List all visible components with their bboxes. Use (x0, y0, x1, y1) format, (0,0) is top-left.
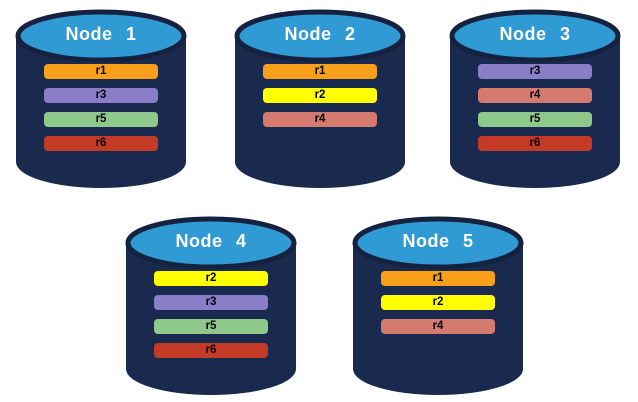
replica-bar-r1: r1 (263, 64, 377, 79)
cylinder-top (15, 9, 187, 63)
node-cylinder-3: Node 3 r3 r4 r5 r6 (446, 5, 624, 193)
node-cylinder-4: Node 4 r2 r3 r5 r6 (122, 212, 300, 400)
cylinder-top (125, 216, 297, 270)
replica-bar-r3: r3 (44, 88, 158, 103)
node-title: Node 1 (65, 24, 137, 44)
replica-list: r3 r4 r5 r6 (478, 64, 592, 160)
replica-bar-r6: r6 (478, 136, 592, 151)
cylinder-top (352, 216, 524, 270)
node-cylinder-1: Node 1 r1 r3 r5 r6 (12, 5, 190, 193)
replica-bar-r6: r6 (44, 136, 158, 151)
replica-bar-r1: r1 (44, 64, 158, 79)
replica-bar-r6: r6 (154, 343, 268, 358)
replica-bar-r3: r3 (154, 295, 268, 310)
cylinder-top (449, 9, 621, 63)
replica-bar-r5: r5 (44, 112, 158, 127)
node-title: Node 4 (175, 231, 247, 251)
replica-bar-r5: r5 (154, 319, 268, 334)
node-title: Node 2 (284, 24, 356, 44)
node-title: Node 5 (402, 231, 474, 251)
replica-bar-r4: r4 (381, 319, 495, 334)
replica-bar-r4: r4 (478, 88, 592, 103)
replica-bar-r2: r2 (381, 295, 495, 310)
replica-list: r2 r3 r5 r6 (154, 271, 268, 367)
node-title: Node 3 (499, 24, 571, 44)
cylinder-top (234, 9, 406, 63)
replica-bar-r2: r2 (263, 88, 377, 103)
replica-list: r1 r2 r4 (381, 271, 495, 343)
replica-bar-r5: r5 (478, 112, 592, 127)
node-cylinder-2: Node 2 r1 r2 r4 (231, 5, 409, 193)
replica-bar-r2: r2 (154, 271, 268, 286)
replica-bar-r1: r1 (381, 271, 495, 286)
node-cylinder-5: Node 5 r1 r2 r4 (349, 212, 527, 400)
replica-bar-r4: r4 (263, 112, 377, 127)
replica-list: r1 r3 r5 r6 (44, 64, 158, 160)
replica-list: r1 r2 r4 (263, 64, 377, 136)
replica-bar-r3: r3 (478, 64, 592, 79)
